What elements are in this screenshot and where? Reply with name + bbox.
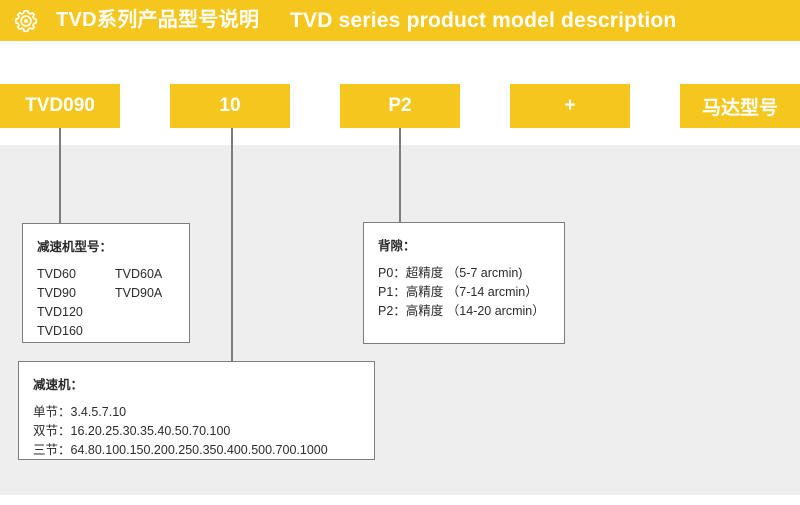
connector-line-model [59,128,61,224]
ratio-single-stage: 单节：3.4.5.7.10 [33,405,127,419]
model-cell: TVD90A [115,286,163,300]
connector-line-backlash [399,128,401,223]
model-cell: TVD160 [37,324,83,338]
table-row: TVD90 TVD90A [37,284,175,303]
gear-icon [12,7,40,35]
info-box-models: 减速机型号： TVD60 TVD60A TVD90 TVD90A TVD120 … [22,223,190,343]
table-row: TVD60 TVD60A [37,265,175,284]
code-box-model[interactable]: TVD090 [0,84,120,128]
info-box-models-title: 减速机型号： [37,240,113,254]
table-row: TVD160 [37,322,175,341]
code-box-ratio[interactable]: 10 [170,84,290,128]
backlash-grade-p0: P0：超精度 （5-7 arcmin) [378,266,523,280]
info-box-ratio-title: 减速机： [33,378,84,392]
table-row: TVD120 [37,303,175,322]
code-box-plus[interactable]: + [510,84,630,128]
info-box-backlash: 背隙： P0：超精度 （5-7 arcmin) P1：高精度 （7-14 arc… [363,222,565,344]
backlash-grade-p1: P1：高精度 （7-14 arcmin） [378,285,538,299]
ratio-triple-stage: 三节：64.80.100.150.200.250.350.400.500.700… [33,443,328,457]
connector-line-ratio [231,128,233,361]
model-cell: TVD120 [37,305,83,319]
header-title-en: TVD series product model description [290,9,677,32]
model-cell: TVD90 [37,286,76,300]
header-title-cn: TVD系列产品型号说明 [56,9,260,31]
model-cell: TVD60 [37,267,76,281]
info-box-ratio: 减速机： 单节：3.4.5.7.10 双节：16.20.25.30.35.40.… [18,361,375,460]
info-box-backlash-title: 背隙： [378,239,416,253]
code-box-motor-model[interactable]: 马达型号 [680,84,800,128]
model-cell: TVD60A [115,267,163,281]
backlash-grade-p2: P2：高精度 （14-20 arcmin） [378,304,545,318]
code-box-backlash[interactable]: P2 [340,84,460,128]
header-bar: TVD系列产品型号说明 TVD series product model des… [0,0,800,41]
ratio-double-stage: 双节：16.20.25.30.35.40.50.70.100 [33,424,231,438]
